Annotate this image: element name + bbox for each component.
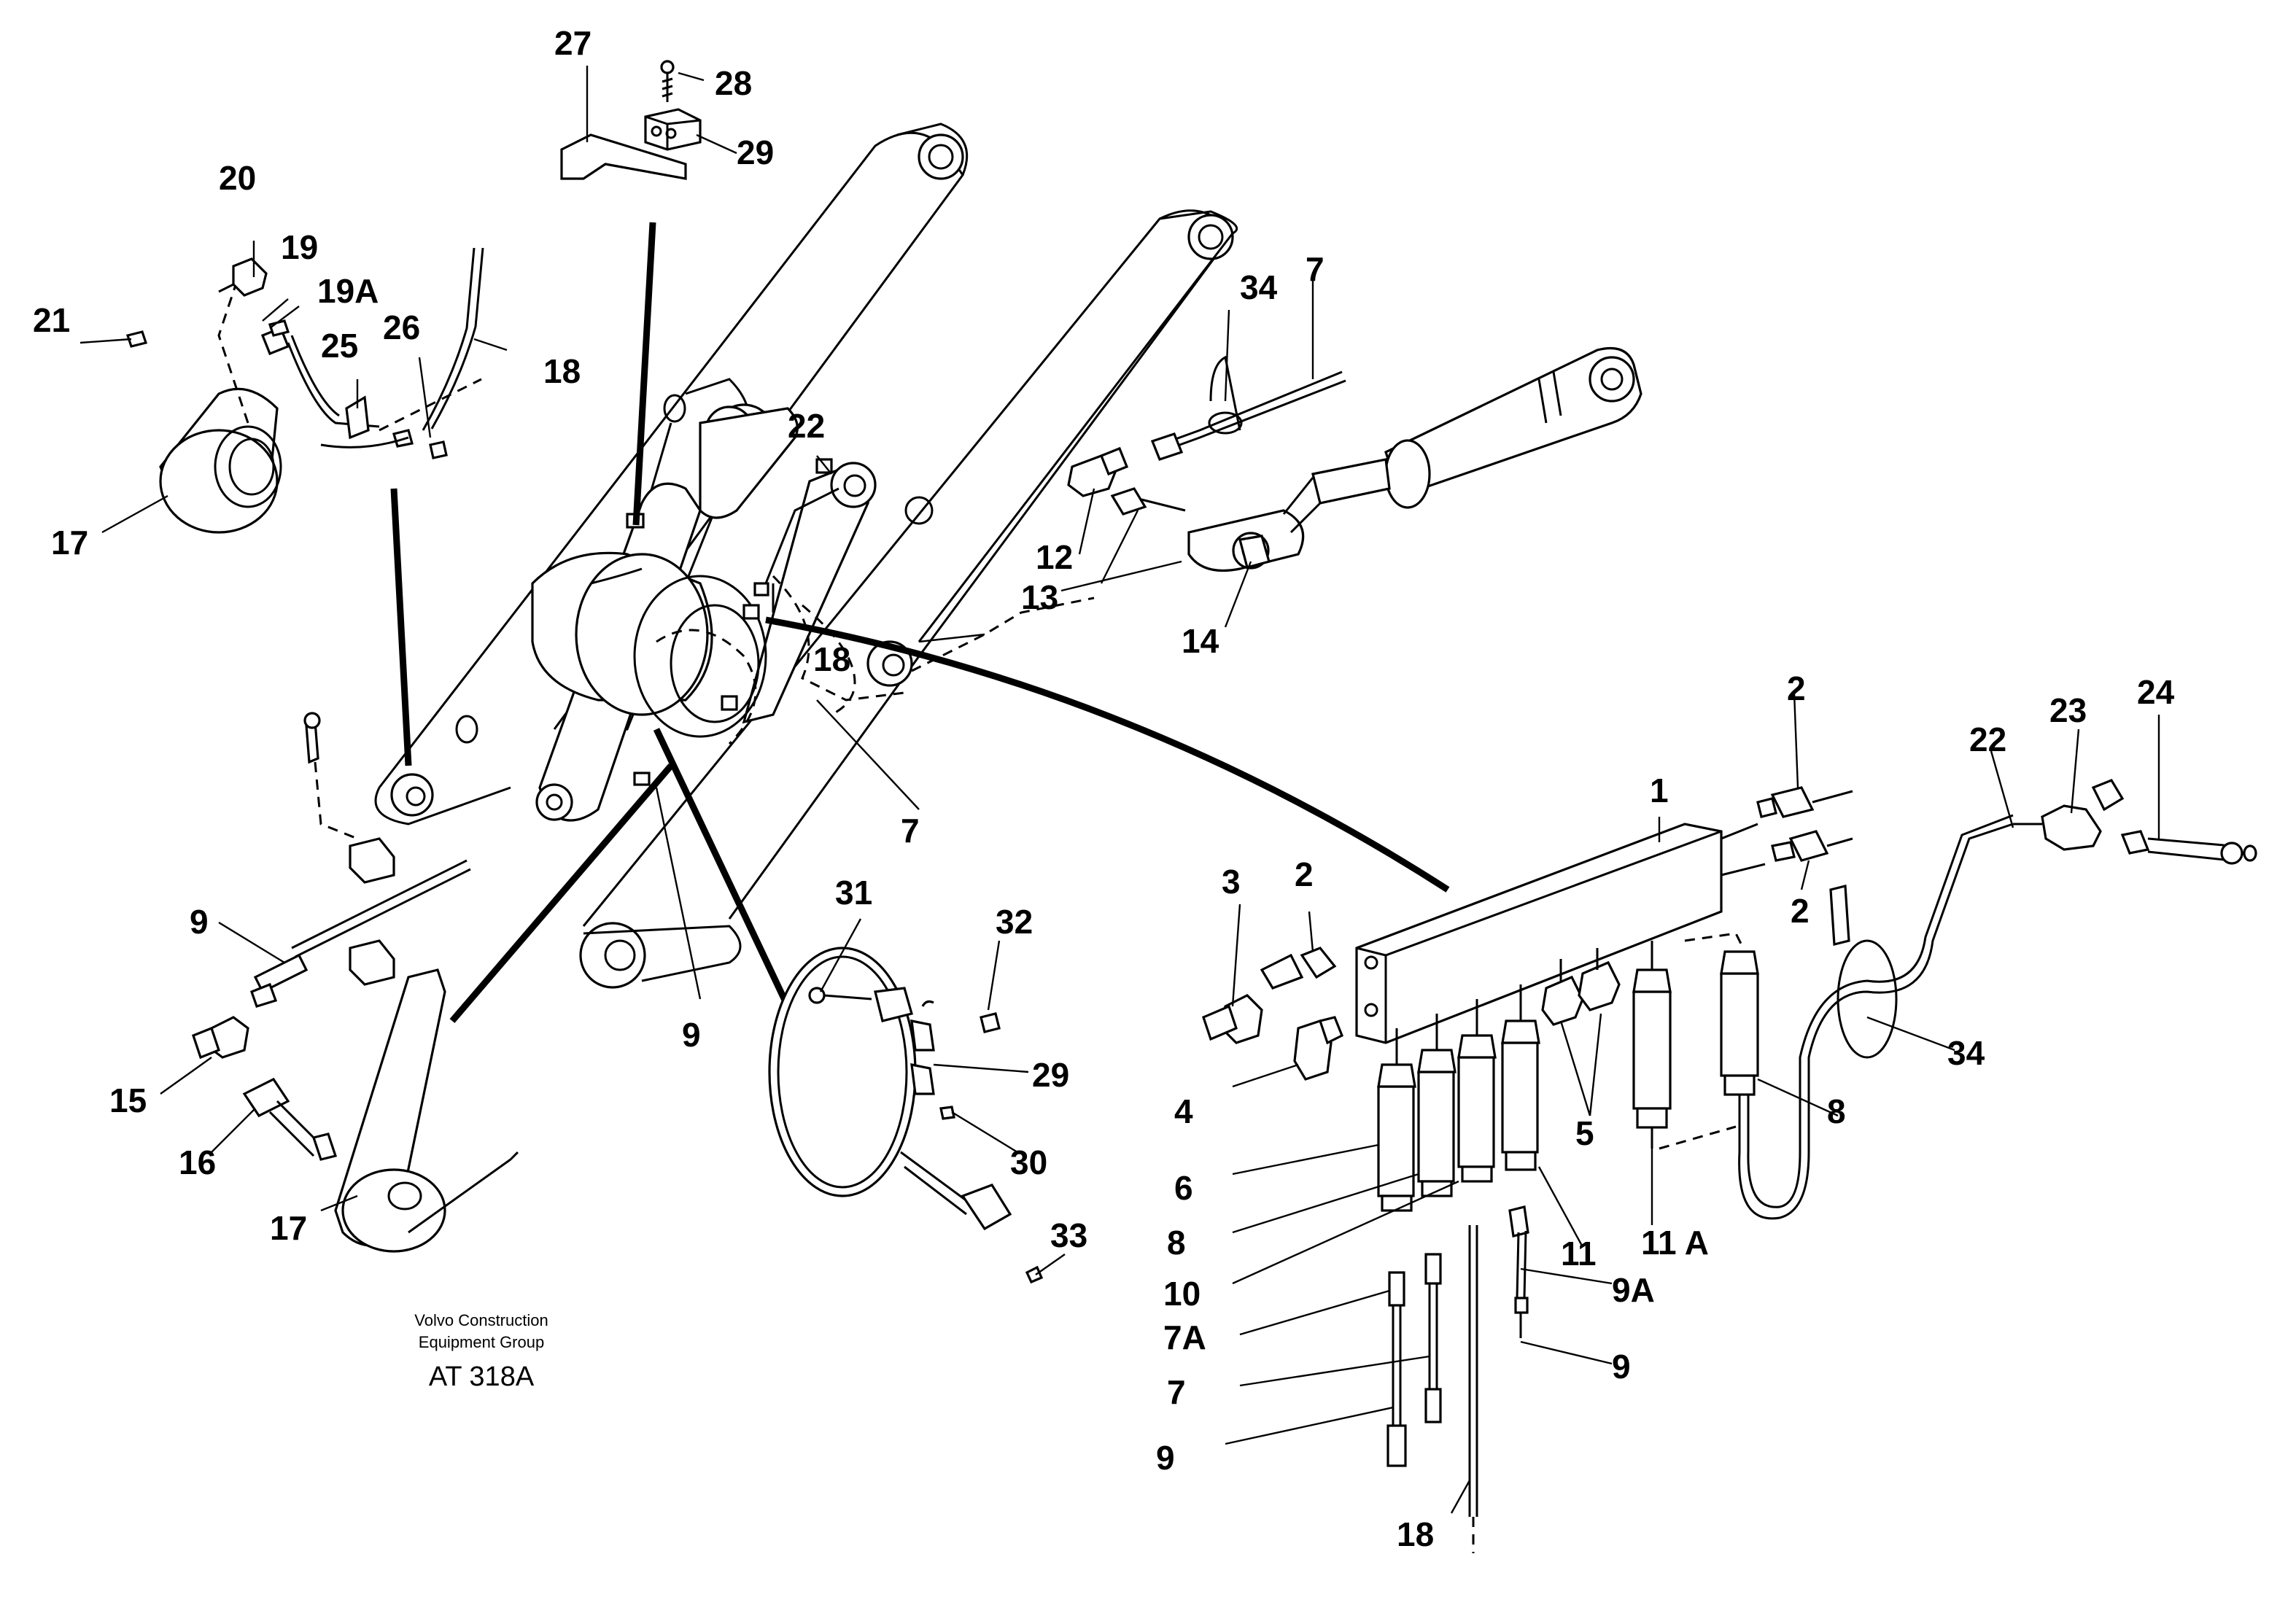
callout-14: 14 — [1182, 622, 1219, 660]
callout-25: 25 — [321, 327, 358, 365]
callout-23: 23 — [2049, 691, 2087, 729]
hydraulic-cylinder — [911, 346, 1642, 672]
callout-29-clamp: 29 — [1032, 1056, 1069, 1094]
publisher-credit: Volvo Construction Equipment Group AT 31… — [414, 1311, 548, 1392]
callout-1: 1 — [1650, 772, 1669, 809]
credit-line-2: Equipment Group — [419, 1333, 544, 1351]
leader-lines — [79, 66, 2160, 1514]
callout-7-bottom: 7 — [1167, 1373, 1186, 1411]
callout-18-bottom: 18 — [1397, 1515, 1434, 1553]
callout-4: 4 — [1174, 1092, 1193, 1130]
drawing-code: AT 318A — [429, 1361, 535, 1392]
callout-19: 19 — [281, 228, 318, 266]
callout-33: 33 — [1050, 1216, 1087, 1254]
callout-12: 12 — [1036, 538, 1073, 576]
callout-2-a: 2 — [1787, 669, 1806, 707]
callout-18-top: 18 — [543, 352, 581, 390]
callout-10: 10 — [1163, 1275, 1201, 1313]
callout-30: 30 — [1010, 1143, 1047, 1181]
callout-16: 16 — [179, 1143, 216, 1181]
callout-31: 31 — [835, 874, 872, 912]
callout-2-c: 2 — [1295, 855, 1314, 893]
callout-6: 6 — [1174, 1169, 1193, 1207]
loose-lubrication-lines — [1386, 1205, 1529, 1553]
callout-8-a: 8 — [1167, 1224, 1186, 1262]
callout-9-bottom: 9 — [1156, 1439, 1175, 1477]
callout-21: 21 — [33, 301, 70, 339]
callout-26: 26 — [383, 308, 420, 346]
callout-20: 20 — [219, 159, 256, 197]
credit-line-1: Volvo Construction — [414, 1311, 548, 1329]
tilt-linkage — [531, 378, 905, 822]
callout-11: 11 — [1561, 1235, 1597, 1273]
callout-18-mid: 18 — [813, 640, 850, 678]
callout-24: 24 — [2137, 673, 2175, 711]
callout-28: 28 — [715, 64, 752, 102]
callout-13: 13 — [1021, 578, 1058, 616]
callout-22-top: 22 — [788, 407, 825, 445]
callout-34-right: 34 — [1947, 1034, 1985, 1072]
callout-11A: 11 A — [1641, 1224, 1709, 1262]
callout-32: 32 — [996, 903, 1033, 941]
callout-29-top: 29 — [737, 133, 774, 171]
lower-left-fitting-group — [192, 712, 519, 1253]
callout-34-top: 34 — [1240, 268, 1278, 306]
callout-19A: 19A — [317, 272, 379, 310]
callout-9-left: 9 — [190, 903, 209, 941]
top-left-fitting-group — [125, 247, 484, 534]
callout-17-top: 17 — [51, 524, 88, 562]
top-bracket — [560, 60, 702, 180]
callout-5: 5 — [1575, 1114, 1594, 1152]
hose-clamp-group — [768, 947, 1044, 1284]
callout-7A: 7A — [1163, 1318, 1206, 1356]
callout-labels: 20 19 19A 21 25 26 18 17 27 28 29 22 34 … — [33, 24, 2175, 1553]
callout-3: 3 — [1222, 863, 1241, 901]
callout-2-b: 2 — [1791, 892, 1810, 930]
callout-22-right: 22 — [1969, 720, 2006, 758]
callout-8-b: 8 — [1827, 1092, 1846, 1130]
callout-15: 15 — [109, 1081, 147, 1119]
callout-7-mid: 7 — [901, 812, 920, 850]
lift-arm-frame — [374, 123, 1238, 989]
callout-9A: 9A — [1612, 1271, 1655, 1309]
distribution-block — [1202, 779, 2257, 1220]
callout-27: 27 — [554, 24, 592, 62]
callout-17-bottom: 17 — [270, 1209, 307, 1247]
lubrication-lines-thick — [390, 222, 1450, 1023]
callout-7-top: 7 — [1306, 250, 1324, 288]
callout-9-right: 9 — [1612, 1348, 1631, 1386]
callout-9-center: 9 — [682, 1016, 701, 1054]
